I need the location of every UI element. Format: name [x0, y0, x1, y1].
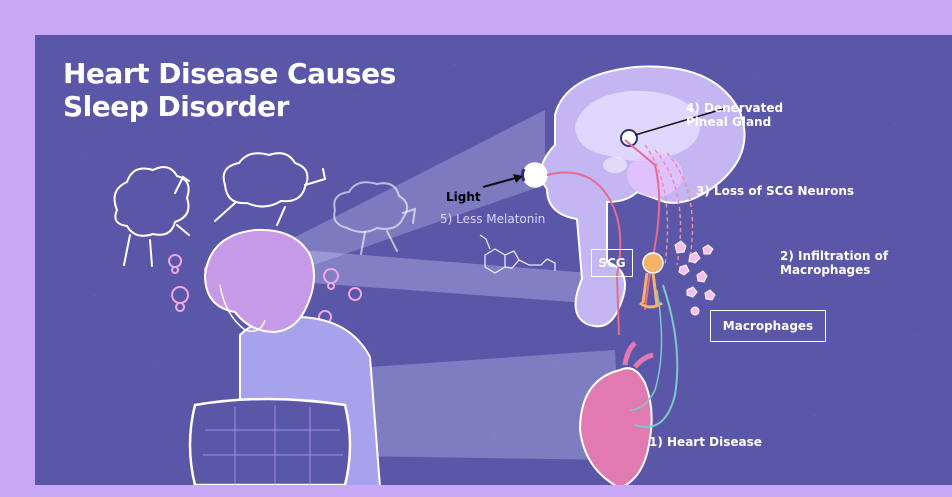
- title-line-2: Sleep Disorder: [63, 90, 396, 123]
- eye: [523, 163, 547, 187]
- sheep-2: [224, 153, 308, 206]
- illustration-panel: Heart Disease Causes Sleep Disorder Ligh…: [35, 35, 952, 485]
- macrophage-cells: [675, 241, 715, 315]
- step2-line-1: 2) Infiltration of: [780, 249, 888, 263]
- pillow: [190, 399, 350, 485]
- step3-label: 3) Loss of SCG Neurons: [696, 184, 854, 198]
- scg-ganglion: [640, 253, 663, 307]
- sheep-1-legs: [124, 177, 189, 266]
- sheep-2-legs: [215, 169, 325, 225]
- step5-label: 5) Less Melatonin: [440, 212, 545, 226]
- title-line-1: Heart Disease Causes: [63, 57, 396, 90]
- macrophages-label-box: Macrophages: [710, 310, 826, 342]
- eye-pupil: [523, 169, 525, 181]
- step1-label: 1) Heart Disease: [649, 435, 762, 449]
- page-title: Heart Disease Causes Sleep Disorder: [63, 57, 396, 123]
- person-hair: [205, 230, 314, 332]
- step4-line-2: Pineal Gland: [686, 115, 783, 129]
- beam-melatonin: [263, 247, 615, 305]
- step2-line-2: Macrophages: [780, 263, 888, 277]
- scg-label-box: SCG: [591, 249, 633, 277]
- step4-line-1: 4) Denervated: [686, 101, 783, 115]
- light-label: Light: [446, 190, 481, 204]
- step2-label: 2) Infiltration of Macrophages: [780, 249, 888, 277]
- step4-label: 4) Denervated Pineal Gland: [686, 101, 783, 129]
